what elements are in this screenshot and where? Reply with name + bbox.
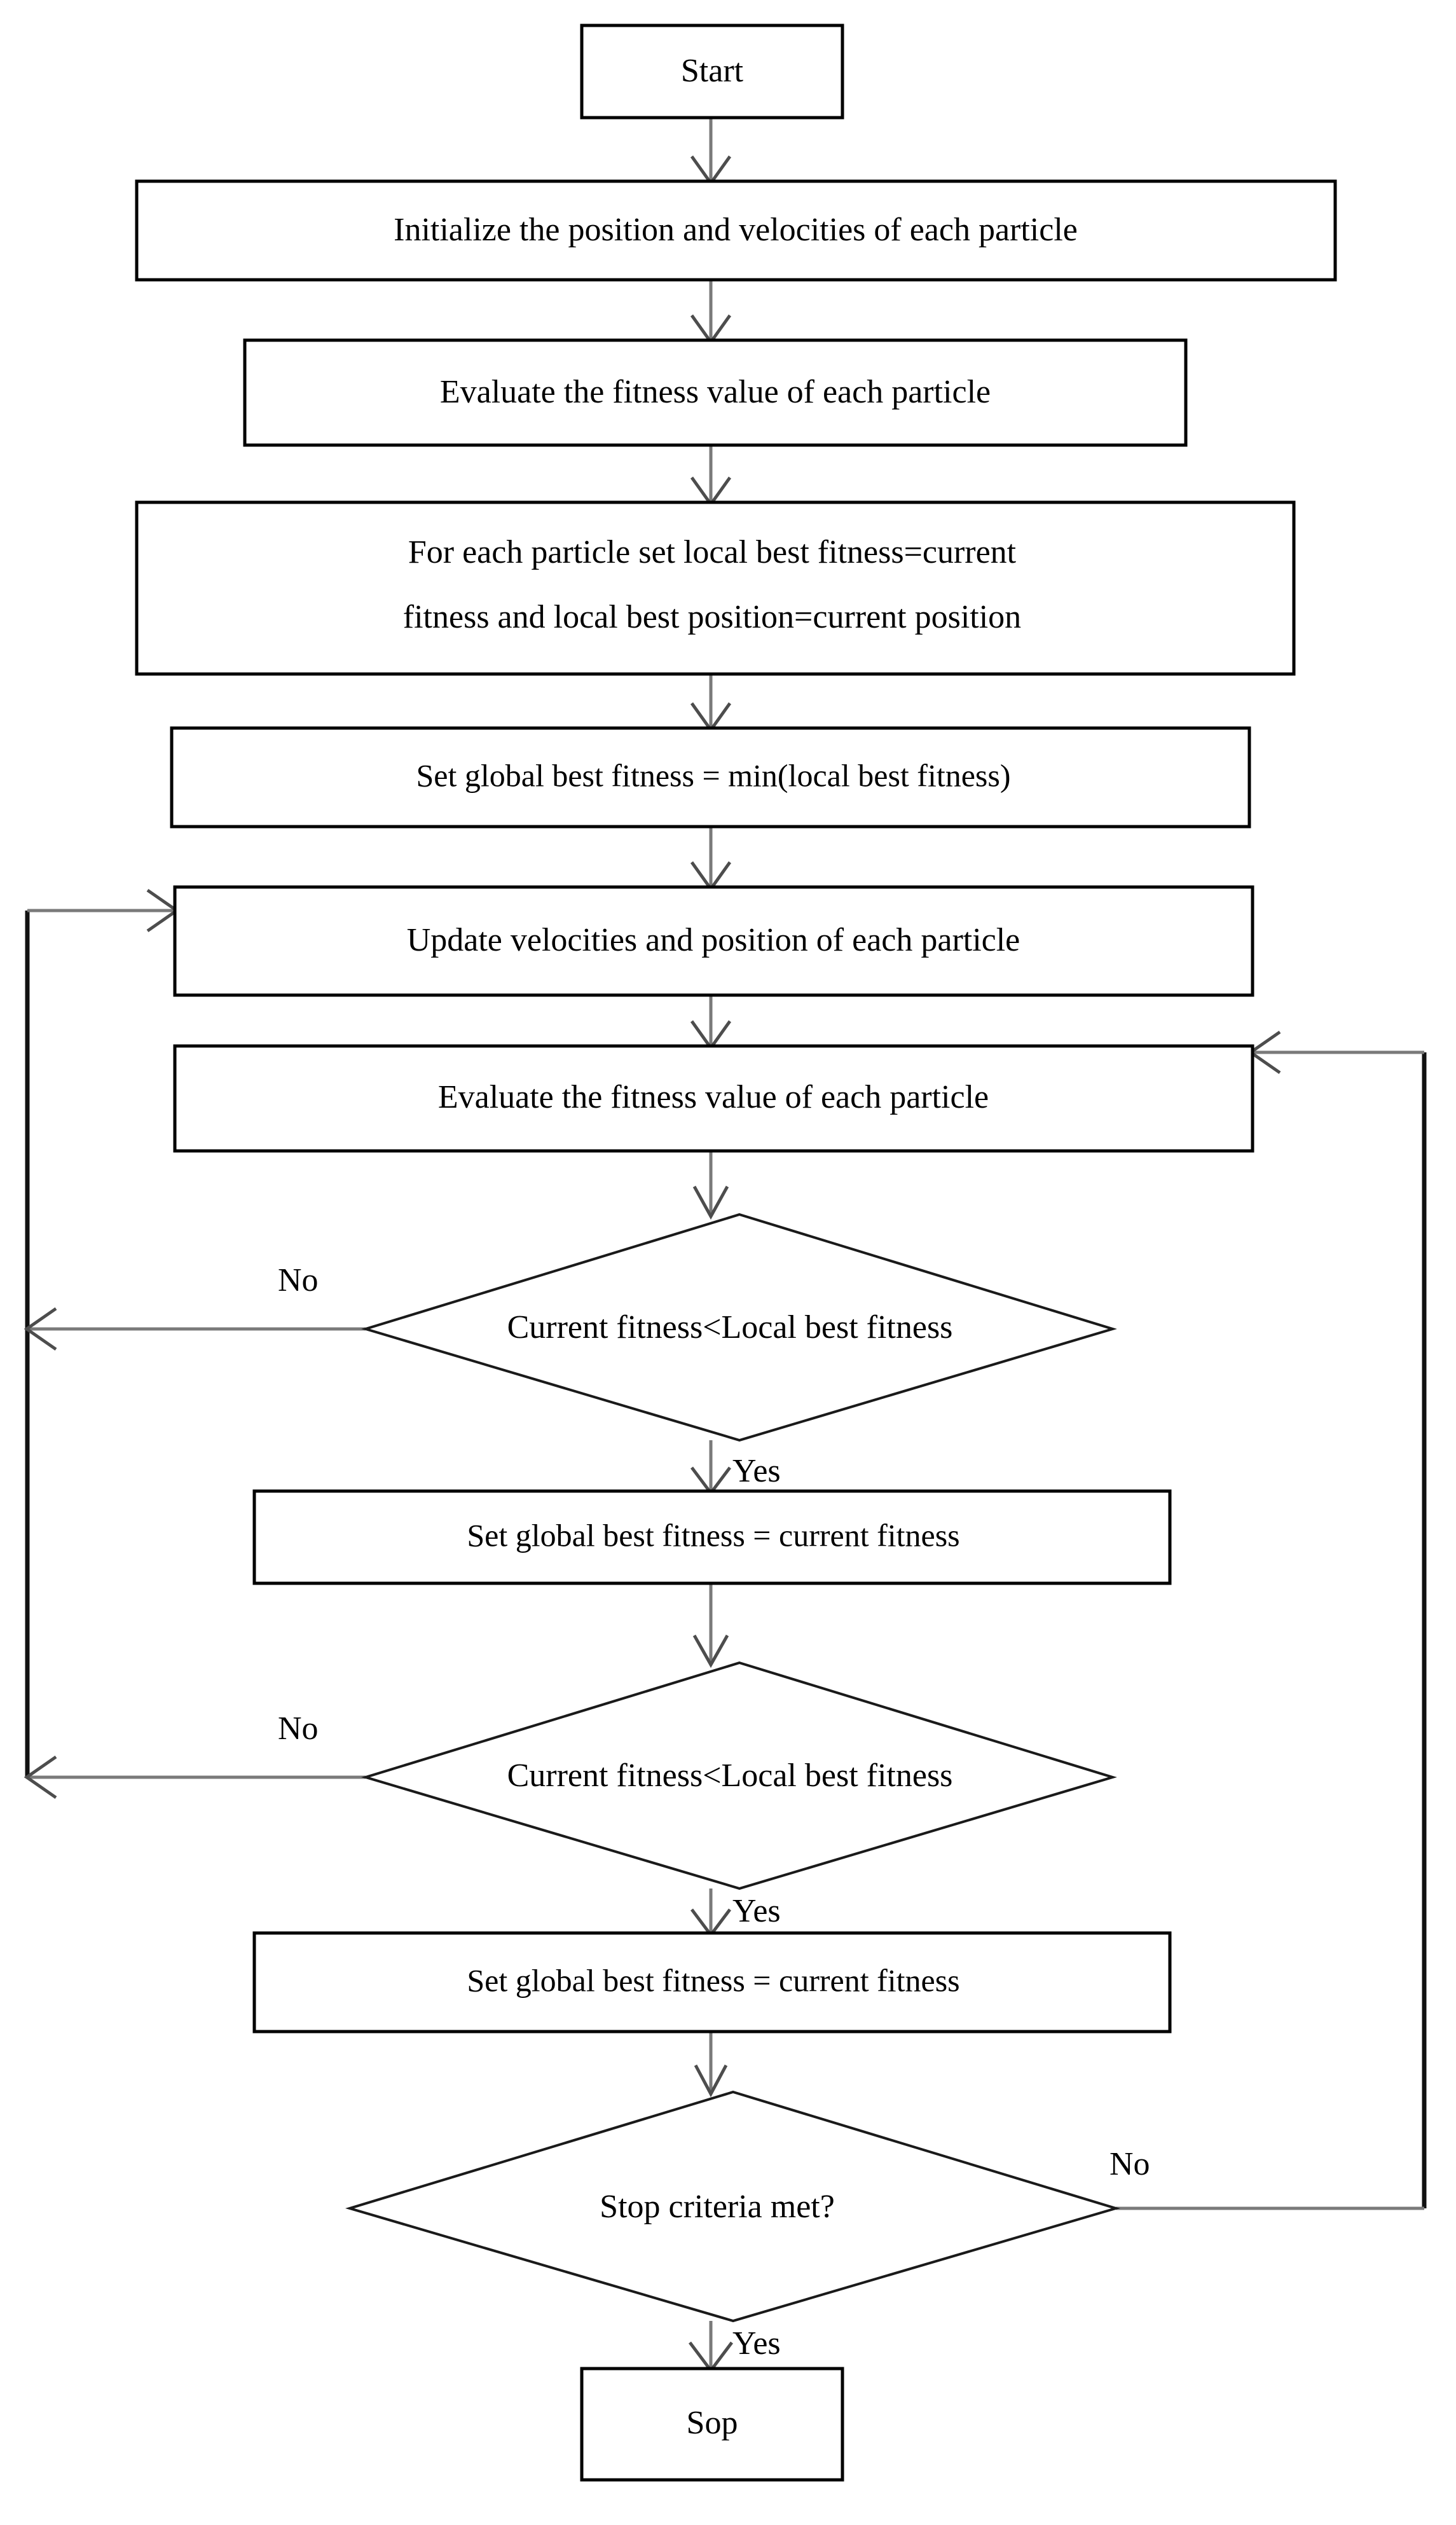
node-set-global-best-current-2[interactable]: Set global best fitness = current fitnes… (252, 1931, 1172, 2033)
node-set-local-best[interactable]: For each particle set local best fitness… (135, 500, 1296, 676)
node-evaluate-fitness-1-label: Evaluate the fitness value of each parti… (440, 374, 991, 410)
edge-eval1-to-setlocal (690, 445, 732, 507)
node-initialize-label: Initialize the position and velocities o… (394, 212, 1078, 248)
edge-label-decide1-no: No (278, 1262, 319, 1298)
node-start-label: Start (681, 53, 744, 89)
node-set-local-best-label-line1: For each particle set local best fitness… (408, 534, 1017, 570)
edge-decide3-yes-to-stop (689, 2321, 733, 2374)
node-decision-current-vs-local-1-label: Current fitness<Local best fitness (507, 1309, 953, 1345)
node-decision-current-vs-local-2-label: Current fitness<Local best fitness (507, 1758, 953, 1794)
node-initialize[interactable]: Initialize the position and velocities o… (135, 179, 1337, 282)
edge-setlocal-to-setglobalmin (690, 674, 732, 733)
node-update-velocities[interactable]: Update velocities and position of each p… (173, 885, 1254, 997)
node-set-global-best-current-2-label: Set global best fitness = current fitnes… (467, 1962, 959, 1998)
node-decision-current-vs-local-1[interactable]: Current fitness<Local best fitness (361, 1213, 1117, 1442)
edge-eval2-to-decide1 (692, 1151, 729, 1220)
node-set-global-best-min-label: Set global best fitness = min(local best… (416, 757, 1011, 793)
node-decision-stop-criteria[interactable]: Stop criteria met? (345, 2090, 1120, 2323)
edge-decide1-yes-to-setglobal1 (690, 1440, 731, 1496)
node-set-global-best-min[interactable]: Set global best fitness = min(local best… (170, 726, 1251, 829)
edge-label-decide1-yes: Yes (732, 1453, 781, 1489)
edge-start-to-init (690, 118, 732, 186)
node-stop[interactable]: Sop (580, 2367, 844, 2482)
edge-label-decide2-yes: Yes (732, 1893, 781, 1929)
edge-setglobal1-to-decide2 (692, 1583, 729, 1668)
edge-update-to-eval2 (690, 995, 732, 1051)
edge-setglobal2-to-decide3 (694, 2032, 728, 2098)
edge-setglobalmin-to-update (690, 827, 732, 892)
edge-label-decide3-yes: Yes (732, 2325, 781, 2362)
node-stop-label: Sop (687, 2405, 738, 2441)
node-evaluate-fitness-2[interactable]: Evaluate the fitness value of each parti… (173, 1044, 1254, 1153)
node-decision-current-vs-local-2[interactable]: Current fitness<Local best fitness (361, 1661, 1117, 1890)
edge-label-decide2-no: No (278, 1710, 319, 1747)
edge-init-to-eval1 (690, 280, 732, 345)
edge-decide2-yes-to-setglobal2 (690, 1889, 731, 1938)
node-evaluate-fitness-2-label: Evaluate the fitness value of each parti… (438, 1079, 989, 1115)
edge-no-feedback-left-rail (24, 888, 366, 1799)
node-set-global-best-current-1[interactable]: Set global best fitness = current fitnes… (252, 1489, 1172, 1585)
edge-label-decide3-no: No (1109, 2146, 1150, 2182)
node-start[interactable]: Start (580, 24, 844, 120)
edge-no-feedback-right-rail (1116, 1030, 1427, 2210)
node-update-velocities-label: Update velocities and position of each p… (407, 922, 1020, 958)
node-evaluate-fitness-1[interactable]: Evaluate the fitness value of each parti… (243, 338, 1188, 447)
node-set-global-best-current-1-label: Set global best fitness = current fitnes… (467, 1517, 959, 1553)
node-set-local-best-label-line2: fitness and local best position=current … (403, 599, 1021, 635)
node-decision-stop-criteria-label: Stop criteria met? (600, 2189, 835, 2225)
